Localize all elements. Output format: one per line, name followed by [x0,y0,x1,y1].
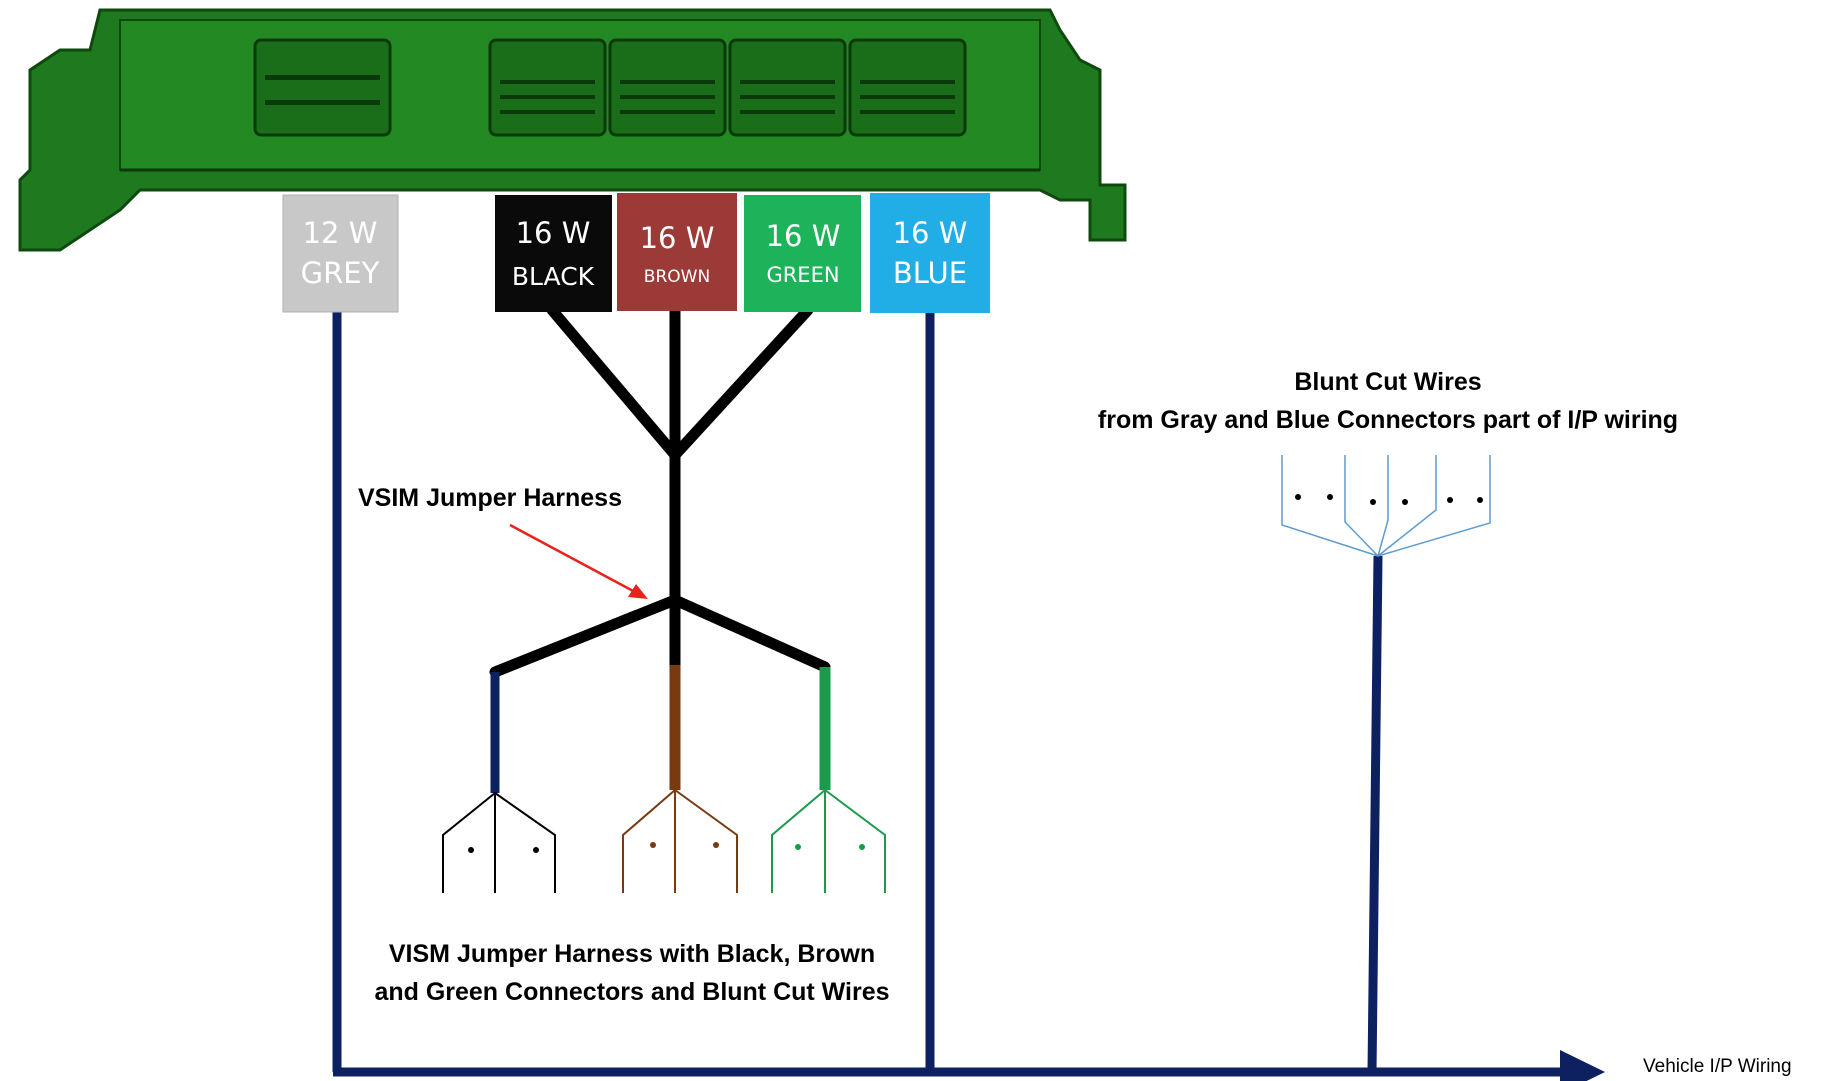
vsim-module [18,8,1127,252]
vehicle-wiring-arrowhead [1560,1050,1605,1081]
connector-black: 16 W BLACK [495,195,612,312]
connector-green-line1: 16 W [766,219,841,253]
harness-pointer-arrow [509,523,648,599]
blunt-cut-subtitle: from Gray and Blue Connectors part of I/… [1098,406,1678,434]
connector-brown-line1: 16 W [640,221,715,255]
blunt-cut-dots [1295,494,1483,505]
connector-blue-line1: 16 W [893,216,968,250]
connector-blue-line2: BLUE [893,256,967,290]
brown-connector-tip [622,789,738,893]
harness-caption-line1: VISM Jumper Harness with Black, Brown [389,940,875,968]
connector-green-line2: GREEN [766,263,839,287]
blunt-cut-wires [1281,455,1491,557]
vehicle-wiring-label: Vehicle I/P Wiring [1643,1056,1792,1077]
connector-grey: 12 W GREY [282,194,399,313]
harness-caption-line2: and Green Connectors and Blunt Cut Wires [374,978,889,1006]
connector-blue: 16 W BLUE [870,193,990,313]
connector-black-line1: 16 W [516,216,591,250]
blunt-cut-title: Blunt Cut Wires [1294,368,1481,396]
green-connector-tip [771,789,886,893]
connector-brown-line2: BROWN [644,267,710,287]
connector-grey-line2: GREY [301,256,380,290]
vehicle-ip-wiring [332,310,1570,1077]
jumper-harness [489,304,831,678]
connector-green: 16 W GREEN [744,195,861,312]
connector-grey-line1: 12 W [303,216,378,250]
black-connector-tip [442,792,556,893]
jumper-harness-label: VSIM Jumper Harness [358,484,622,512]
connector-black-line2: BLACK [512,262,595,291]
connector-brown: 16 W BROWN [617,193,737,311]
